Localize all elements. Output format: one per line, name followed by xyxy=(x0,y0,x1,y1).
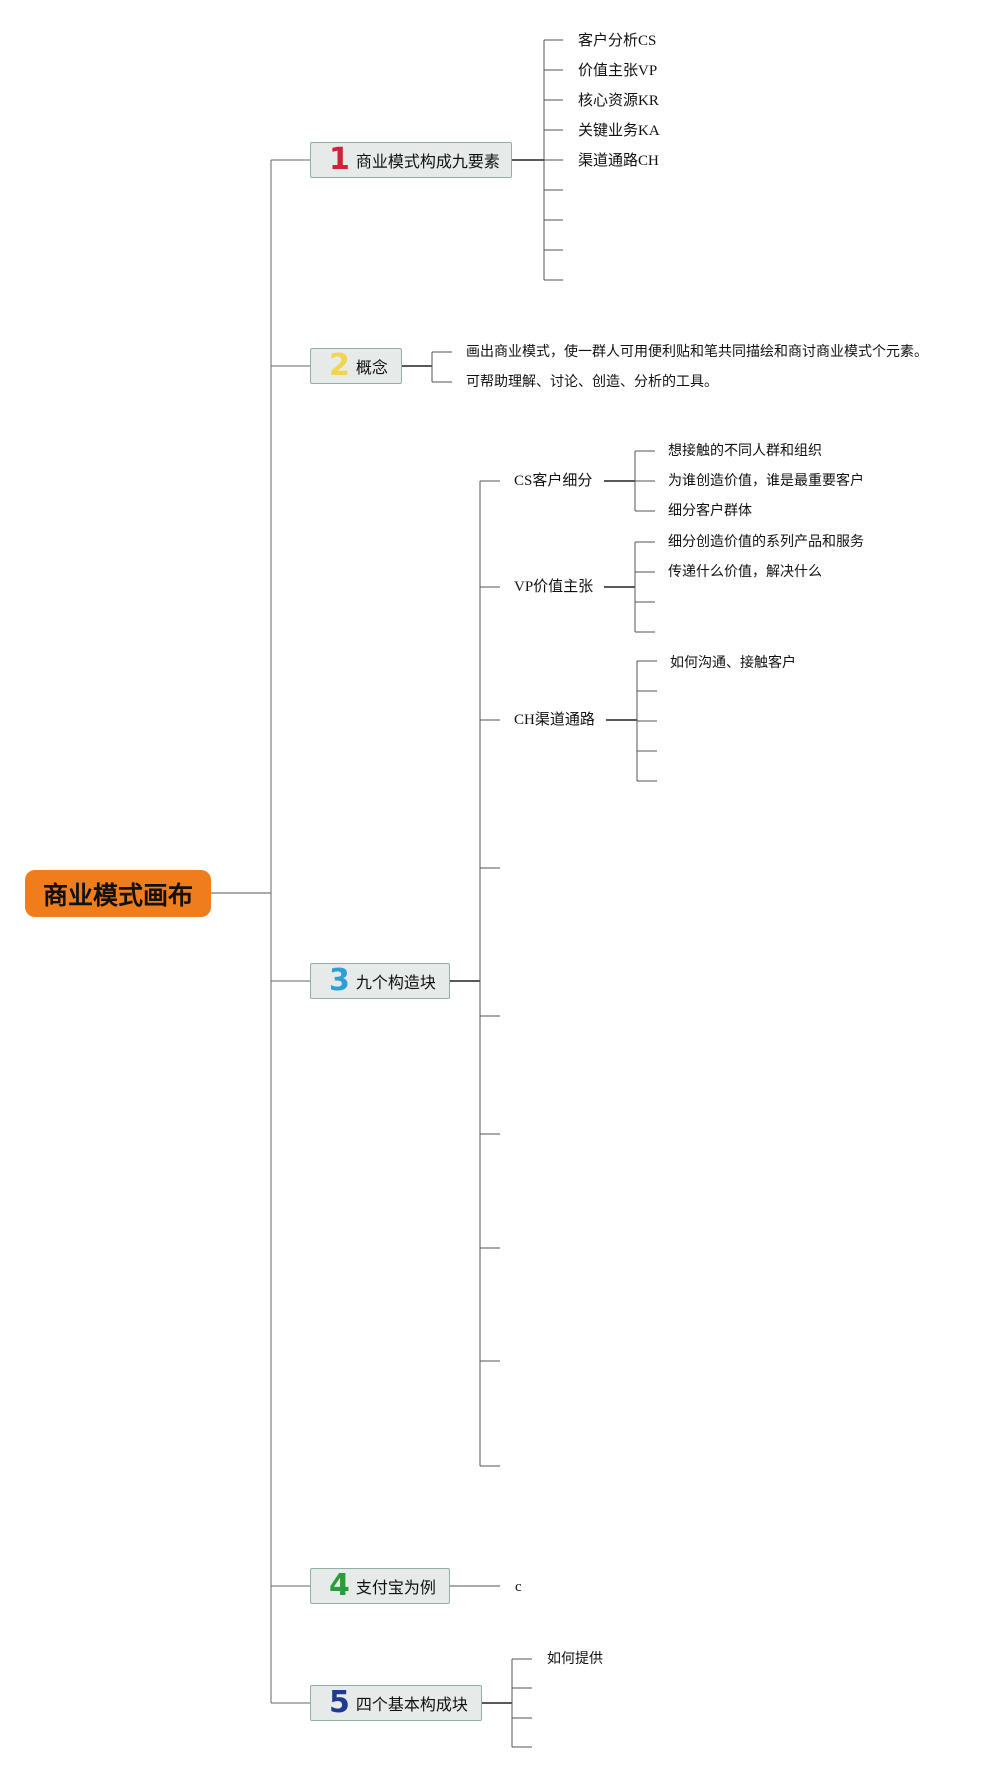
topic-label: 支付宝为例 xyxy=(355,1578,436,1597)
list-item[interactable]: 画出商业模式，使一群人可用便利贴和笔共同描绘和商讨商业模式个元素。 xyxy=(466,344,928,360)
list-item[interactable]: 如何沟通、接触客户 xyxy=(670,655,796,671)
topic-nine-blocks[interactable]: 3 九个构造块 xyxy=(310,963,450,999)
list-item[interactable]: 想接触的不同人群和组织 xyxy=(668,443,822,459)
topic-four-basic-blocks[interactable]: 5 四个基本构成块 xyxy=(310,1685,482,1721)
topic-number-badge: 1 xyxy=(329,142,350,177)
topic-number-badge: 4 xyxy=(329,1568,350,1603)
list-item[interactable]: 价值主张VP xyxy=(578,63,658,79)
topic-label: 概念 xyxy=(355,358,388,377)
subtopic-vp[interactable]: VP价值主张 xyxy=(514,579,594,595)
topic-alipay-example[interactable]: 4 支付宝为例 xyxy=(310,1568,450,1604)
list-item[interactable]: 核心资源KR xyxy=(578,93,659,109)
root-title: 商业模式画布 xyxy=(42,880,193,910)
list-item[interactable]: 如何提供 xyxy=(547,1651,603,1667)
topic-concept[interactable]: 2 概念 xyxy=(310,348,402,384)
topic-number-badge: 5 xyxy=(329,1685,350,1720)
list-item[interactable]: 传递什么价值，解决什么 xyxy=(668,564,822,580)
topic-label: 商业模式构成九要素 xyxy=(355,152,500,171)
topic-number-badge: 2 xyxy=(329,348,350,383)
subtopic-cs[interactable]: CS客户细分 xyxy=(514,473,593,489)
topic-label: 九个构造块 xyxy=(355,973,436,992)
list-item[interactable]: 细分客户群体 xyxy=(668,503,752,519)
topic-number-badge: 3 xyxy=(329,963,350,998)
list-item[interactable]: 细分创造价值的系列产品和服务 xyxy=(668,534,864,550)
list-item[interactable]: 可帮助理解、讨论、创造、分析的工具。 xyxy=(466,374,718,390)
list-item[interactable]: 为谁创造价值，谁是最重要客户 xyxy=(668,473,864,489)
topic-label: 四个基本构成块 xyxy=(355,1695,468,1714)
list-item[interactable]: 客户分析CS xyxy=(578,33,657,49)
list-item[interactable]: 渠道通路CH xyxy=(578,153,659,169)
subtopic-ch[interactable]: CH渠道通路 xyxy=(514,712,595,728)
list-item[interactable]: 关键业务KA xyxy=(578,123,660,139)
root-topic[interactable]: 商业模式画布 xyxy=(25,870,211,917)
list-item[interactable]: c xyxy=(515,1579,522,1595)
topic-nine-elements[interactable]: 1 商业模式构成九要素 xyxy=(310,142,512,178)
